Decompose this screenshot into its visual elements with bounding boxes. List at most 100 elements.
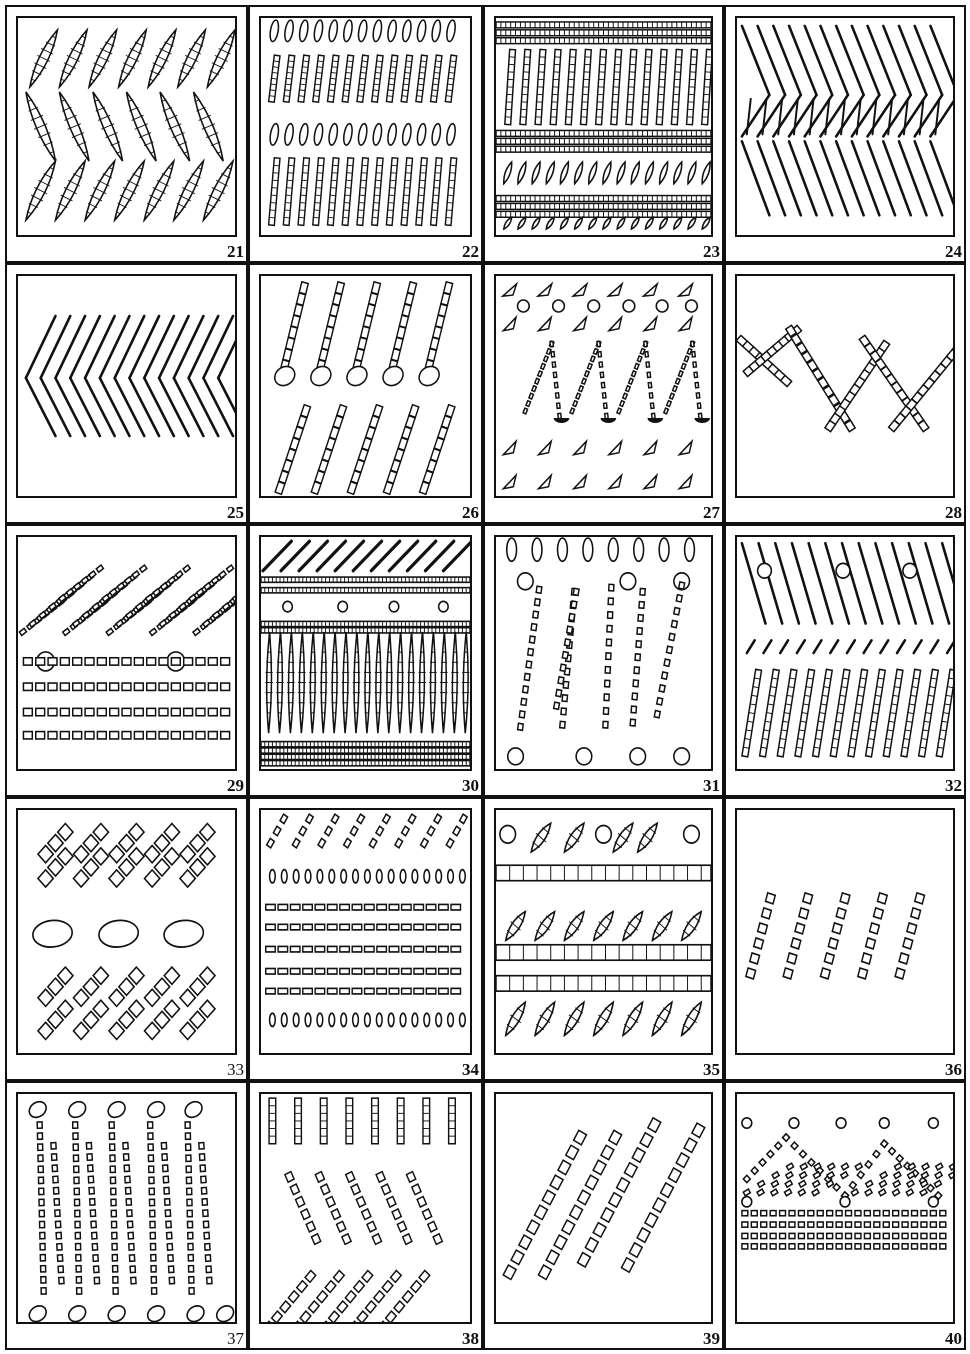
pattern-svg-37	[18, 1094, 235, 1322]
pattern-drawing-37	[16, 1092, 237, 1324]
pattern-panel-21: 21	[5, 5, 248, 263]
alternating-short-and-long-vertical-rods	[269, 19, 457, 225]
pattern-panel-34: 34	[248, 797, 483, 1081]
pattern-drawing-24	[735, 16, 955, 237]
panel-number: 35	[703, 1060, 720, 1080]
pattern-drawing-35	[494, 808, 713, 1055]
pattern-svg-33	[18, 810, 235, 1053]
pattern-svg-32	[737, 537, 953, 769]
pattern-svg-21	[18, 18, 235, 235]
panel-number: 27	[703, 503, 720, 523]
pattern-svg-39	[496, 1094, 711, 1322]
double-chevron-lines	[742, 26, 953, 215]
panel-number: 37	[227, 1329, 244, 1349]
ovals-and-vertical-box-chains	[27, 1099, 235, 1322]
pattern-drawing-22	[259, 16, 472, 237]
slanted-lines-circles-and-rods	[742, 543, 953, 757]
pattern-drawing-33	[16, 808, 237, 1055]
pattern-panel-28: 28	[724, 263, 966, 524]
panel-number: 40	[945, 1329, 962, 1349]
pattern-panel-40: 40	[724, 1081, 966, 1350]
pattern-svg-36	[737, 810, 953, 1053]
pattern-drawing-40	[735, 1092, 955, 1324]
panel-number: 21	[227, 242, 244, 262]
panel-number: 39	[703, 1329, 720, 1349]
pattern-drawing-23	[494, 16, 713, 237]
herringbone-rows-of-segmented-spindles	[26, 30, 235, 220]
panel-number: 32	[945, 776, 962, 796]
pattern-panel-30: 30	[248, 524, 483, 797]
pattern-svg-31	[496, 537, 711, 769]
pattern-panel-35: 35	[483, 797, 724, 1081]
pattern-svg-38	[261, 1094, 470, 1322]
pattern-panel-36: 36	[724, 797, 966, 1081]
pattern-panel-27: 27	[483, 263, 724, 524]
pattern-panel-32: 32	[724, 524, 966, 797]
pattern-panel-33: 33	[5, 797, 248, 1081]
panel-number: 26	[462, 503, 479, 523]
pattern-drawing-28	[735, 274, 955, 498]
pattern-panel-23: 23	[483, 5, 724, 263]
panel-number: 25	[227, 503, 244, 523]
panel-number: 34	[462, 1060, 479, 1080]
segmented-rods-and-chevron-capsules	[263, 1098, 455, 1322]
pattern-svg-34	[261, 810, 470, 1053]
pattern-panel-31: 31	[483, 524, 724, 797]
dash-rows-and-box-rows	[266, 814, 467, 1026]
panel-number: 29	[227, 776, 244, 796]
pattern-drawing-21	[16, 16, 237, 237]
five-slanted-box-chains	[746, 893, 925, 979]
panel-number: 22	[462, 242, 479, 262]
pattern-panel-22: 22	[248, 5, 483, 263]
pattern-svg-23	[496, 18, 711, 235]
slanted-box-chains-with-ovals	[271, 282, 454, 495]
slanted-lines-over-banded-spindles	[261, 541, 470, 766]
triangles-and-fountain-strands	[501, 284, 710, 490]
pattern-svg-28	[737, 276, 953, 496]
pattern-drawing-25	[16, 274, 237, 498]
pattern-drawing-38	[259, 1092, 472, 1324]
pattern-panel-39: 39	[483, 1081, 724, 1350]
pattern-drawing-29	[16, 535, 237, 771]
pattern-svg-27	[496, 276, 711, 496]
four-long-diagonal-box-chains	[503, 1118, 705, 1280]
pattern-svg-29	[18, 537, 235, 769]
panel-number: 23	[703, 242, 720, 262]
pattern-svg-25	[18, 276, 235, 496]
panel-number: 28	[945, 503, 962, 523]
panel-number: 33	[227, 1060, 244, 1080]
triangles-over-box-rows	[742, 1118, 953, 1249]
pattern-svg-40	[737, 1094, 953, 1322]
pattern-drawing-27	[494, 274, 713, 498]
diagonal-dashes-over-box-rows	[19, 565, 235, 739]
pattern-drawing-39	[494, 1092, 713, 1324]
panel-number: 36	[945, 1060, 962, 1080]
pattern-panel-26: 26	[248, 263, 483, 524]
pattern-drawing-32	[735, 535, 955, 771]
crossing-box-chains	[737, 325, 953, 431]
panel-number: 24	[945, 242, 962, 262]
ovals-and-zigzag-box-chains	[507, 538, 695, 765]
pattern-panel-37: 37	[5, 1081, 248, 1350]
pattern-panel-25: 25	[5, 263, 248, 524]
pattern-drawing-31	[494, 535, 713, 771]
panel-number: 30	[462, 776, 479, 796]
pattern-drawing-36	[735, 808, 955, 1055]
panel-number: 38	[462, 1329, 479, 1349]
pattern-panel-29: 29	[5, 524, 248, 797]
capsule-pairs-and-large-ovals	[32, 823, 215, 1039]
pattern-drawing-34	[259, 808, 472, 1055]
pattern-svg-24	[737, 18, 953, 235]
single-chevron-lines	[26, 316, 235, 436]
pattern-svg-30	[261, 537, 470, 769]
pattern-svg-26	[261, 276, 470, 496]
panel-number: 31	[703, 776, 720, 796]
circles-capsules-and-box-bands	[496, 823, 711, 1035]
horizontal-bands-with-slanted-rods	[496, 22, 711, 229]
pattern-panel-24: 24	[724, 5, 966, 263]
pattern-panel-38: 38	[248, 1081, 483, 1350]
pattern-svg-22	[261, 18, 470, 235]
pattern-drawing-30	[259, 535, 472, 771]
pattern-svg-35	[496, 810, 711, 1053]
